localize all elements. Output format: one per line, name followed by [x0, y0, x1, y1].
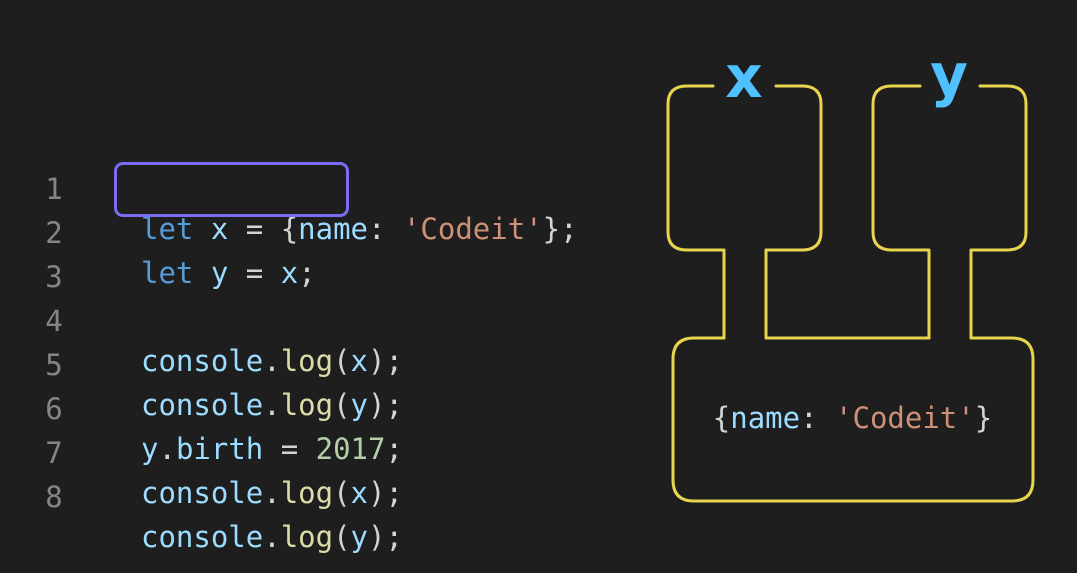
code-token: ;: [298, 256, 316, 290]
code-token: x: [280, 256, 299, 290]
code-token: 'Codeit': [835, 401, 975, 435]
code-token: }: [974, 401, 993, 435]
code-text: console.log(y);: [141, 517, 403, 557]
code-token: (: [333, 520, 351, 554]
code-token: 2017: [315, 432, 386, 466]
code-token: console: [141, 344, 264, 378]
code-token: let: [141, 212, 194, 246]
code-line: 8 console.log(y);: [0, 437, 640, 554]
code-line: 5 console.log(y);: [0, 305, 640, 422]
code-token: :: [368, 212, 403, 246]
code-token: =: [228, 256, 281, 290]
line-number: 3: [45, 260, 63, 294]
variable-y-box: [871, 84, 1028, 340]
code-line: 7 console.log(x);: [0, 393, 640, 510]
code-token: console: [141, 476, 264, 510]
code-token: .: [263, 476, 281, 510]
code-token: birth: [175, 432, 264, 466]
code-token: log: [280, 476, 334, 510]
code-token: );: [368, 520, 403, 554]
code-token: .: [263, 520, 281, 554]
code-token: ;: [385, 432, 403, 466]
code-token: y: [141, 432, 159, 466]
code-line: 1 let x = {name: 'Codeit'};: [0, 129, 640, 246]
line-number: 4: [45, 304, 63, 338]
code-token: .: [158, 432, 176, 466]
code-token: console: [141, 520, 264, 554]
code-token: .: [263, 344, 281, 378]
code-token: name: [298, 212, 369, 246]
code-token: let: [141, 256, 194, 290]
code-line: 3: [0, 217, 640, 294]
line-number: 5: [45, 348, 63, 382]
code-token: );: [368, 344, 403, 378]
line-number: 6: [45, 392, 63, 426]
code-token: =: [263, 432, 316, 466]
code-token: console: [141, 388, 264, 422]
code-text: let y = x;: [141, 253, 316, 293]
code-token: x: [350, 344, 369, 378]
code-token: :: [800, 401, 836, 435]
highlight-box: [114, 162, 349, 217]
code-text: console.log(x);: [141, 341, 403, 381]
code-token: x: [350, 476, 369, 510]
code-token: x: [210, 212, 229, 246]
code-line: 4 console.log(x);: [0, 261, 640, 378]
code-text: console.log(y);: [141, 385, 403, 425]
code-token: y: [350, 388, 369, 422]
code-token: name: [730, 401, 801, 435]
object-box: [671, 336, 1035, 503]
code-text: y.birth = 2017;: [141, 429, 403, 469]
line-number: 7: [45, 436, 63, 470]
line-number: 8: [45, 480, 63, 514]
code-text: let x = {name: 'Codeit'};: [141, 209, 578, 249]
object-literal-text: {name: 'Codeit'}: [675, 398, 1030, 438]
code-token: 'Codeit': [402, 212, 543, 246]
code-token: log: [280, 388, 334, 422]
variable-y-label: y: [930, 41, 968, 109]
code-token: y: [210, 256, 229, 290]
code-token: y: [350, 520, 369, 554]
code-token: log: [280, 520, 334, 554]
code-token: };: [542, 212, 578, 246]
code-token: log: [280, 344, 334, 378]
code-token: .: [263, 388, 281, 422]
code-line: 6 y.birth = 2017;: [0, 349, 640, 466]
code-token: );: [368, 388, 403, 422]
code-token: (: [333, 388, 351, 422]
code-token: (: [333, 344, 351, 378]
line-number: 1: [45, 172, 63, 206]
variable-x-box: [666, 84, 823, 340]
code-token: (: [333, 476, 351, 510]
code-token: = {: [228, 212, 299, 246]
code-token: {: [712, 401, 731, 435]
code-text: console.log(x);: [141, 473, 403, 513]
code-line: 2 let y = x;: [0, 173, 640, 290]
code-token: );: [368, 476, 403, 510]
line-number: 2: [45, 216, 63, 250]
variable-x-label: x: [725, 43, 763, 111]
